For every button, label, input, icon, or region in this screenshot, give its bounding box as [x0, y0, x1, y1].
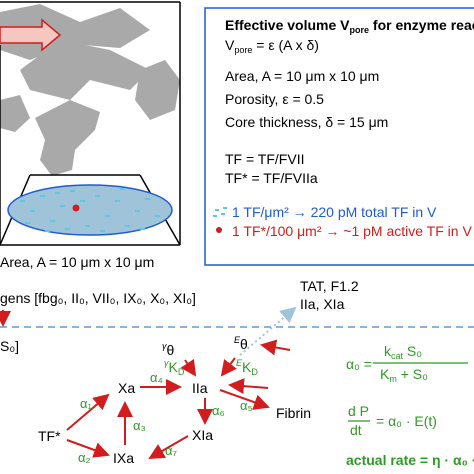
rate-alpha6: α₆: [212, 403, 225, 418]
tfstar-red-dot: [72, 204, 80, 212]
rate-alpha1: α₁: [80, 396, 92, 411]
e-theta: Eθ: [234, 335, 248, 352]
tat-dotted-arrow: [239, 306, 297, 356]
tat-label: TAT, F1.2: [300, 278, 359, 294]
rate-alpha2: α₂: [78, 450, 91, 465]
porosity-line: Porosity, ε = 0.5: [225, 91, 324, 107]
alpha0-lhs: α₀ =: [346, 356, 372, 372]
dp-denominator: dt: [350, 422, 362, 438]
tf-line: TF = TF/FVII: [225, 151, 305, 167]
rate-alpha5: α₅: [240, 398, 253, 413]
vpore-formula: Vpore = ε (A x δ): [225, 37, 319, 55]
node-xa: Xa: [118, 380, 136, 396]
node-ixa: IXa: [113, 450, 135, 466]
info-box-title: Effective volume Vpore for enzyme react: [225, 17, 474, 35]
gamma-theta: γθ: [162, 341, 175, 358]
arrow-e-iia: [220, 357, 237, 377]
actual-rate: actual rate = η · α₀ ·: [346, 452, 474, 468]
gray-clot-blob: [35, 100, 100, 176]
blue-tf-marker: [213, 207, 227, 217]
arrow-fibrin-iia: [228, 378, 269, 395]
arrow-tf-ixa: [66, 439, 110, 458]
dp-numerator: d P: [348, 403, 370, 419]
rate-alpha7: α₇: [165, 443, 177, 458]
rate-alpha3: α₃: [133, 418, 146, 433]
tfstar-line: TF* = TF/FVIIa: [225, 170, 318, 186]
dpdt-rhs: = α₀ · E(t): [376, 413, 437, 429]
e-kd: EKD: [236, 358, 258, 377]
area-line: Area, A = 10 μm x 10 μm: [225, 68, 380, 84]
node-xia: XIa: [192, 427, 214, 443]
alpha0-denominator: Km + S₀: [380, 366, 428, 384]
arrow-iia-fibrin: [219, 389, 270, 410]
gray-clot-blob: [135, 60, 180, 120]
arrow-fibrin-e: [260, 339, 291, 356]
gamma-kd: γKD: [164, 358, 185, 377]
node-tfstar: TF*: [38, 428, 61, 444]
tf-dots: [20, 188, 160, 232]
zymogens-label: gens [fbg₀, II₀, VII₀, IX₀, X₀, XI₀]: [0, 290, 196, 306]
legend-blue-text: 1 TF/μm² → 220 pM total TF in V: [232, 204, 437, 220]
arrow-gamma-iia: [180, 358, 197, 377]
iia-xia-label: IIa, XIa: [300, 296, 345, 312]
gray-clot-blob: [0, 95, 30, 132]
area-label: Area, A = 10 μm x 10 μm: [0, 254, 155, 270]
arrow-tf-xa: [66, 393, 110, 431]
arrow-xia-ixa: [148, 435, 189, 460]
reactive-area-ellipse: [7, 184, 173, 236]
alpha0-numerator: kcat S₀: [384, 343, 423, 361]
gray-clot-blob: [0, 4, 150, 60]
info-box: [204, 7, 474, 266]
red-tfstar-marker: [216, 227, 222, 233]
flow-arrow: [0, 18, 62, 52]
thickness-line: Core thickness, δ = 15 μm: [225, 114, 389, 130]
rate-alpha4: α₄: [150, 370, 163, 385]
legend-red-text: 1 TF*/100 μm² → ~1 pM active TF in V: [232, 223, 472, 239]
s0-label: S₀]: [0, 338, 20, 354]
node-iia: IIa: [192, 380, 208, 396]
gray-clot-blob: [20, 40, 150, 100]
node-fibrin: Fibrin: [276, 405, 312, 421]
